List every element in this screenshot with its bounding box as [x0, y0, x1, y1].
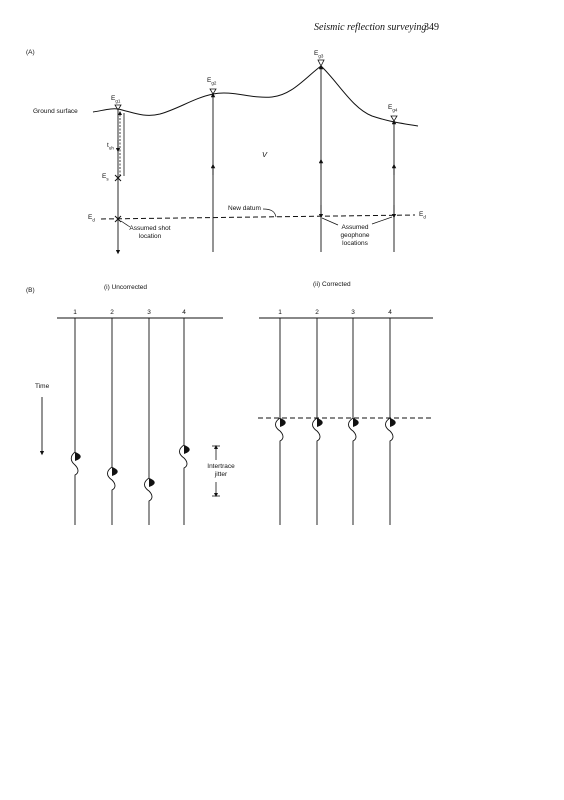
running-header-title: Seismic reflection surveying	[314, 22, 427, 33]
geophone-leader-4	[371, 216, 393, 225]
geophone-line-2: geophone	[340, 232, 370, 239]
uncorrected-trace-2	[107, 318, 116, 525]
eg4-label: Eg4	[388, 104, 398, 113]
ed-left-label: Ed	[88, 214, 95, 223]
new-datum-label: New datum	[228, 205, 261, 212]
datum-shot-cross-icon	[114, 215, 122, 223]
corrected-wavelet-2-fill	[317, 418, 323, 427]
ground-surface-line	[92, 65, 419, 127]
corrected-title: (ii) Corrected	[313, 281, 351, 288]
eg3-marker-icon	[317, 59, 325, 67]
shot-leader	[120, 220, 131, 228]
eg2-marker-icon	[209, 88, 217, 95]
corrected-trace-number-2: 2	[315, 309, 319, 316]
corrected-trace-3	[348, 318, 357, 525]
uncorrected-trace-number-3: 3	[147, 309, 151, 316]
new-datum-leader	[262, 208, 277, 218]
corrected-trace-number-3: 3	[351, 309, 355, 316]
corrected-trace-number-4: 4	[388, 309, 392, 316]
shot-location-line-2: location	[138, 233, 162, 240]
jitter-label-line-1: Intertrace	[207, 463, 235, 470]
wavelet-1-fill	[75, 452, 81, 461]
corrected-trace-2	[312, 318, 321, 525]
es-label: Es	[102, 173, 109, 182]
tuh-label: tuh	[107, 142, 114, 151]
uncorrected-trace-4	[179, 318, 188, 525]
uncorrected-trace-number-2: 2	[110, 309, 114, 316]
wavelet-2-fill	[112, 467, 118, 476]
geophone-leader-3	[321, 217, 339, 226]
ground-surface-label: Ground surface	[33, 108, 78, 115]
geophone-line-3: locations	[342, 240, 368, 247]
uncorrected-trace-1	[70, 318, 79, 525]
eg3-label: Eg3	[314, 50, 324, 59]
new-datum-line	[100, 214, 416, 220]
corrected-wavelet-1-fill	[280, 418, 286, 427]
page-number: 349	[424, 22, 439, 33]
jitter-label-line-2: jitter	[214, 471, 228, 478]
wavelet-4-fill	[184, 445, 190, 454]
eg4-marker-icon	[390, 115, 398, 122]
eg1-marker-icon	[114, 104, 122, 111]
time-label: Time	[35, 383, 50, 390]
shot-location-line-1: Assumed shot	[129, 225, 171, 232]
corrected-trace-4	[385, 318, 394, 525]
shot-point-icon	[114, 174, 122, 182]
velocity-label: V	[262, 150, 268, 159]
uncorrected-trace-number-1: 1	[73, 309, 77, 316]
panel-a-label: (A)	[26, 49, 35, 56]
corrected-trace-1	[275, 318, 284, 525]
eg2-label: Eg2	[207, 77, 217, 86]
corrected-wavelet-3-fill	[353, 418, 359, 427]
eg1-label: Eg1	[111, 95, 121, 104]
ed-right-label: Ed	[419, 211, 426, 220]
corrected-wavelet-4-fill	[390, 418, 396, 427]
uncorrected-trace-3	[144, 318, 153, 525]
uncorrected-trace-number-4: 4	[182, 309, 186, 316]
panel-b-label: (B)	[26, 287, 35, 294]
corrected-trace-number-1: 1	[278, 309, 282, 316]
wavelet-3-fill	[149, 478, 155, 487]
uncorrected-title: (i) Uncorrected	[104, 284, 147, 291]
geophone-line-1: Assumed	[341, 224, 369, 231]
